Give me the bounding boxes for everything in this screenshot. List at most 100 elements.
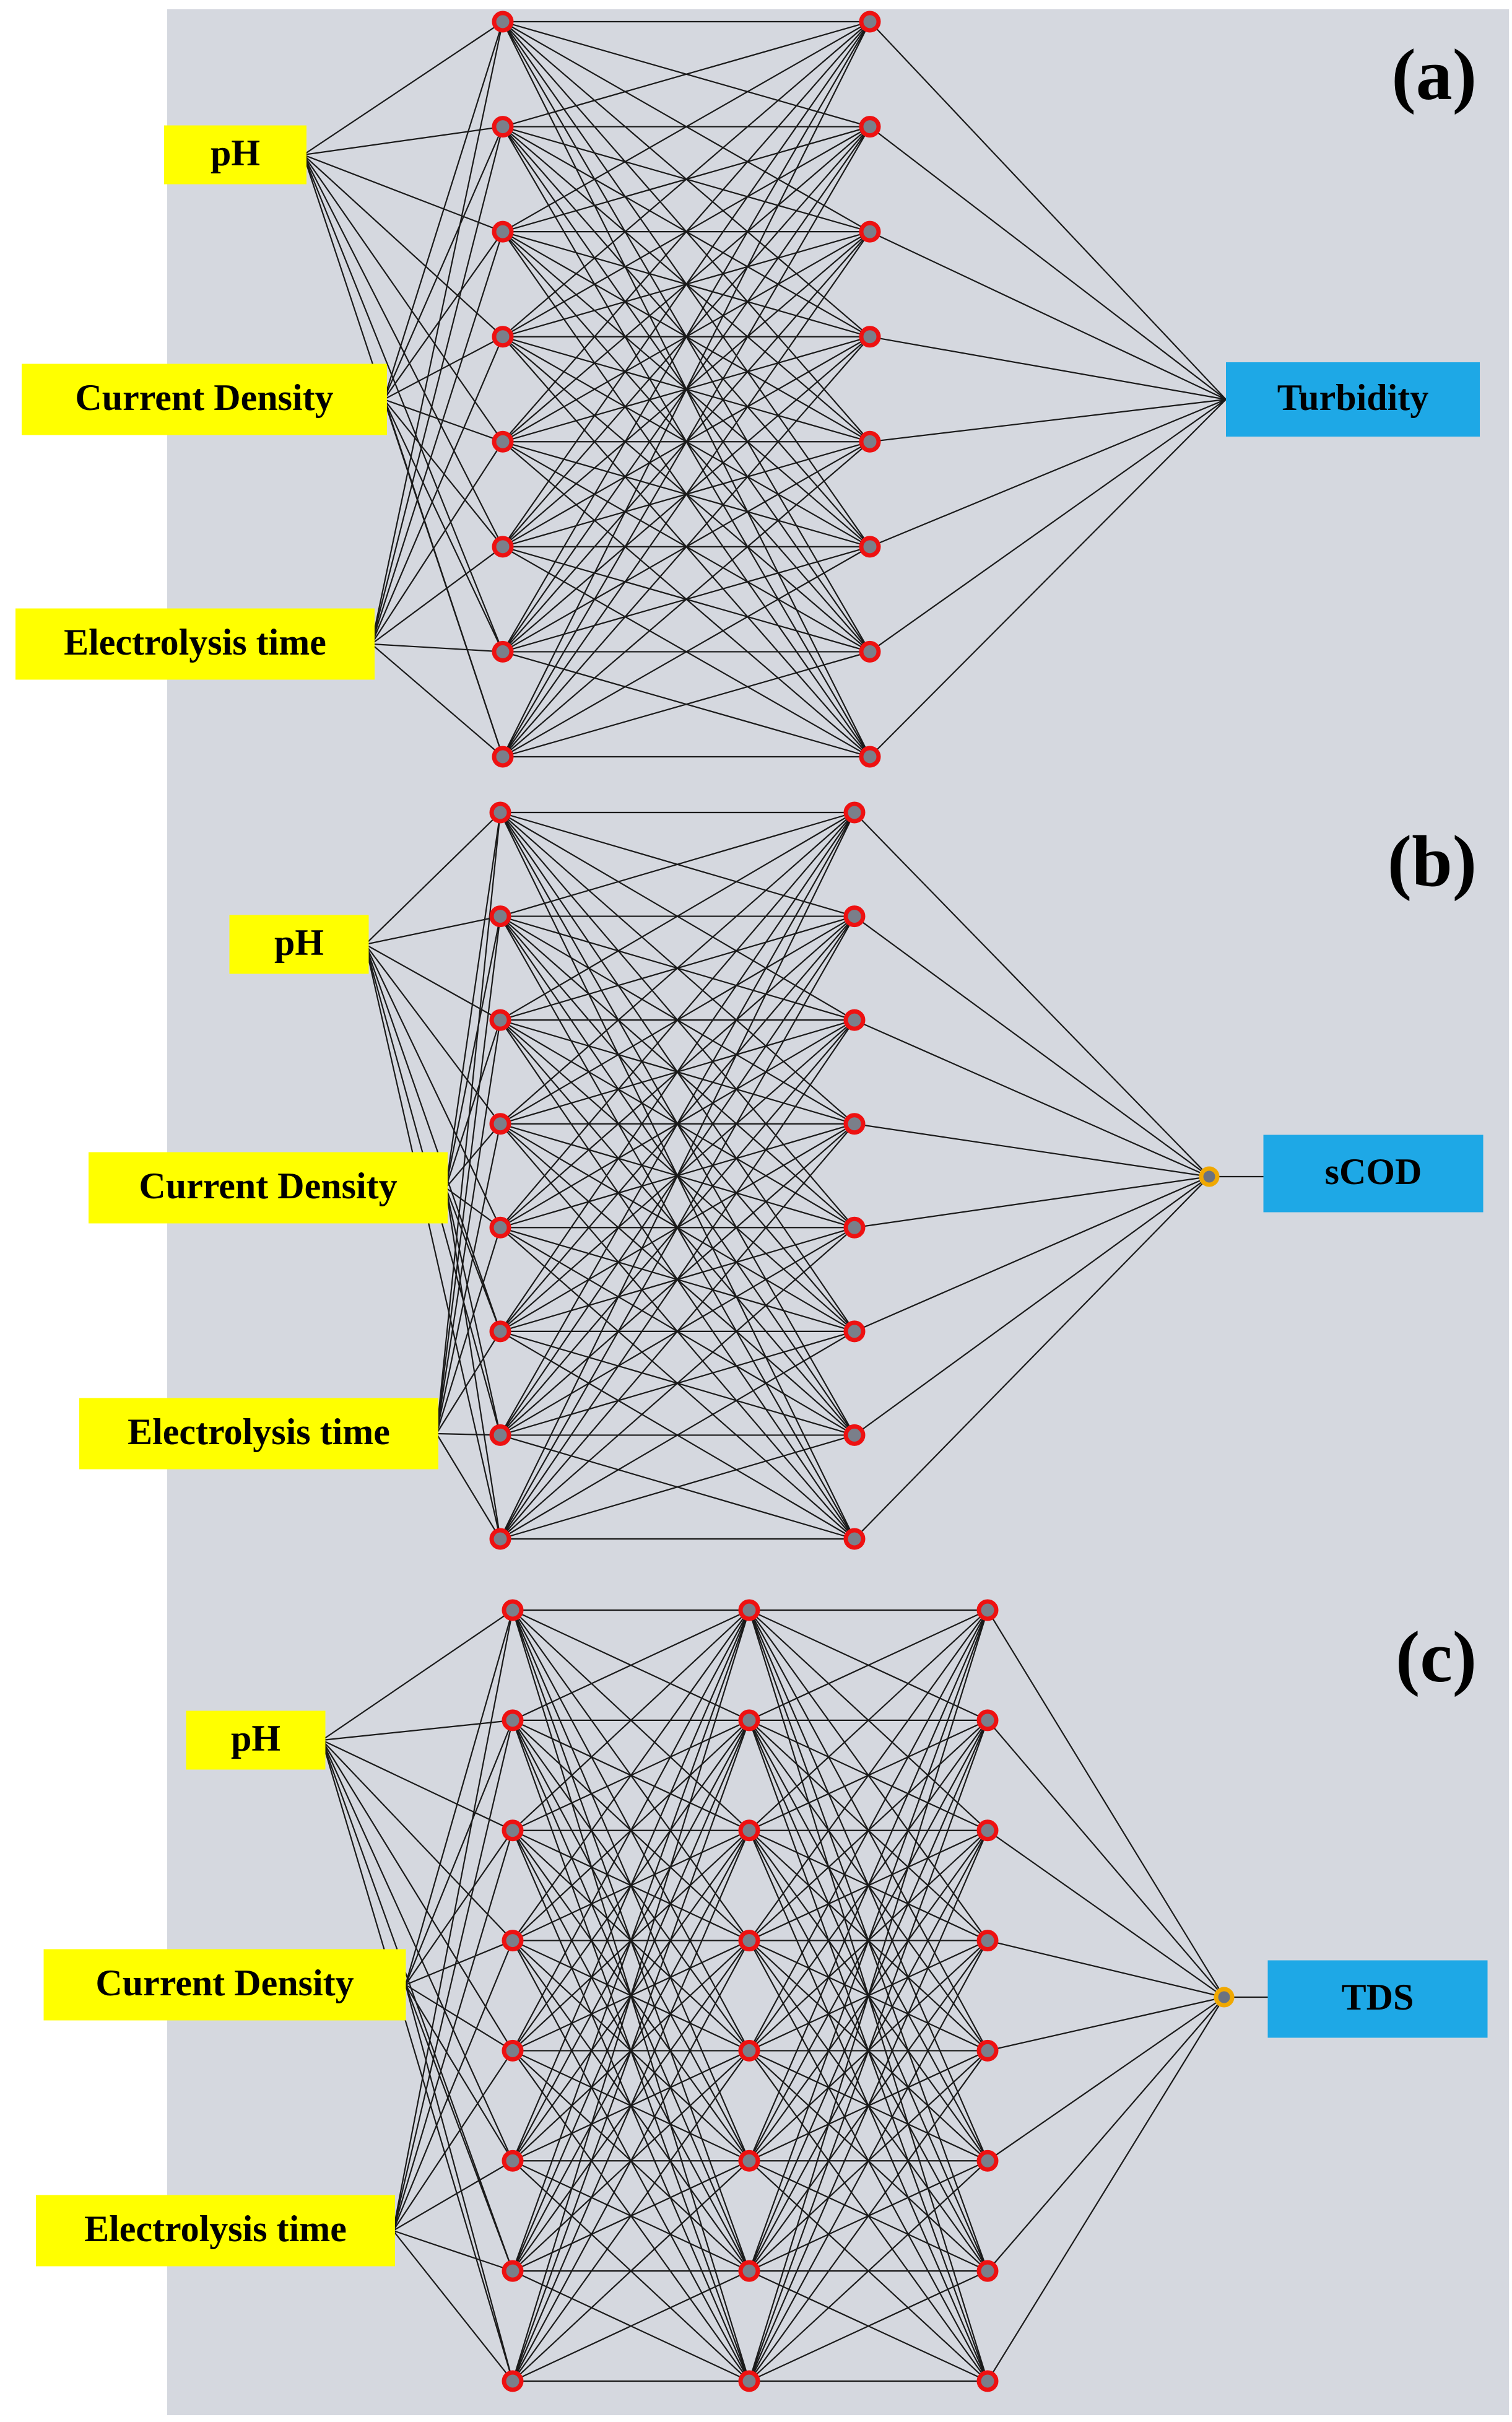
hidden-node: [859, 11, 881, 33]
input-edge: [383, 399, 503, 547]
hidden-edge: [502, 441, 871, 757]
hidden-node: [502, 2039, 524, 2062]
hidden-edge: [500, 812, 855, 1125]
input-edge: [445, 916, 502, 1188]
output-edge: [854, 1176, 1210, 1540]
hidden-edge: [500, 916, 855, 1540]
input-edge: [393, 2160, 513, 2231]
hidden-node: [492, 746, 514, 768]
input-label: Current Density: [95, 1962, 354, 2003]
input-edge: [370, 231, 504, 645]
hidden-node: [843, 1320, 866, 1343]
input-edge: [383, 21, 504, 400]
hidden-node: [492, 220, 514, 243]
hidden-edge: [512, 1610, 750, 1721]
hidden-edge: [500, 811, 855, 917]
hidden-edge: [502, 21, 871, 338]
output-edge: [987, 1829, 1225, 1998]
input-edge: [364, 944, 502, 1540]
hidden-edge: [500, 1434, 855, 1540]
input-label: pH: [274, 922, 324, 963]
hidden-edge: [502, 20, 871, 128]
hidden-edge: [511, 1720, 750, 2382]
hidden-edge: [502, 21, 871, 233]
input-edge: [404, 1984, 514, 2382]
input-edge: [321, 1610, 513, 1741]
hidden-node: [738, 1599, 760, 1621]
hidden-node: [492, 11, 514, 33]
hidden-node: [976, 1599, 999, 1621]
hidden-edge: [500, 1019, 855, 1540]
input-edge: [365, 915, 501, 946]
hidden-node: [859, 220, 881, 243]
input-edge: [370, 336, 504, 645]
input-edge: [405, 1984, 513, 2052]
hidden-edge: [500, 812, 855, 1228]
input-edge: [436, 1433, 501, 1540]
input-edge: [303, 154, 503, 233]
output-edge: [854, 812, 1210, 1177]
output-edge: [854, 1175, 1210, 1229]
input-edge: [303, 154, 503, 338]
hidden-node: [859, 746, 881, 768]
output-node: [1214, 1987, 1235, 2008]
input-edge: [383, 399, 504, 757]
hidden-edge: [500, 1227, 855, 1540]
input-edge: [371, 441, 503, 645]
input-edge: [365, 944, 501, 1228]
hidden-node: [489, 1009, 511, 1031]
input-edge: [445, 1019, 502, 1188]
hidden-node: [492, 640, 514, 663]
hidden-node: [976, 1709, 999, 1732]
input-label: Electrolysis time: [84, 2208, 347, 2249]
hidden-node: [489, 1320, 511, 1343]
input-edge: [371, 643, 503, 757]
hidden-node: [489, 1113, 511, 1135]
hidden-edge: [500, 812, 855, 1540]
hidden-node: [976, 2370, 999, 2392]
hidden-node: [738, 1930, 760, 1952]
input-edge: [383, 336, 503, 400]
output-label: Turbidity: [1277, 377, 1429, 418]
output-edge: [987, 1997, 1225, 2162]
hidden-node: [502, 1599, 524, 1621]
hidden-node: [502, 2260, 524, 2282]
input-edge: [321, 1740, 514, 2161]
hidden-edge: [512, 2050, 750, 2382]
hidden-edge: [749, 2160, 988, 2382]
panel-tag: (b): [1388, 821, 1477, 902]
output-edge: [869, 336, 1227, 401]
hidden-node: [859, 536, 881, 558]
input-edge: [405, 1940, 513, 1986]
hidden-edge: [502, 21, 871, 652]
hidden-node: [843, 1528, 866, 1550]
input-edge: [393, 2050, 513, 2231]
hidden-node: [859, 116, 881, 138]
hidden-edge: [512, 1610, 750, 1831]
input-edge: [383, 231, 503, 400]
hidden-node: [489, 801, 511, 824]
input-edge: [370, 126, 504, 645]
input-edge: [321, 1740, 513, 2052]
hidden-node: [502, 1709, 524, 1732]
input-box: [22, 364, 387, 435]
input-box: [36, 2195, 395, 2267]
hidden-node: [492, 326, 514, 348]
input-label: Current Density: [75, 377, 333, 418]
hidden-edge: [502, 651, 871, 758]
input-edge: [445, 1187, 502, 1332]
input-box: [43, 1949, 406, 2021]
input-edge: [435, 1123, 502, 1434]
hidden-edge: [502, 231, 871, 757]
output-edge: [987, 1997, 1225, 2382]
hidden-node: [738, 1819, 760, 1842]
hidden-edge: [749, 1610, 988, 2051]
input-edge: [435, 1227, 502, 1434]
input-edge: [445, 1187, 502, 1435]
hidden-edge: [748, 1720, 989, 2382]
hidden-node: [843, 905, 866, 928]
input-edge: [404, 1984, 514, 2272]
